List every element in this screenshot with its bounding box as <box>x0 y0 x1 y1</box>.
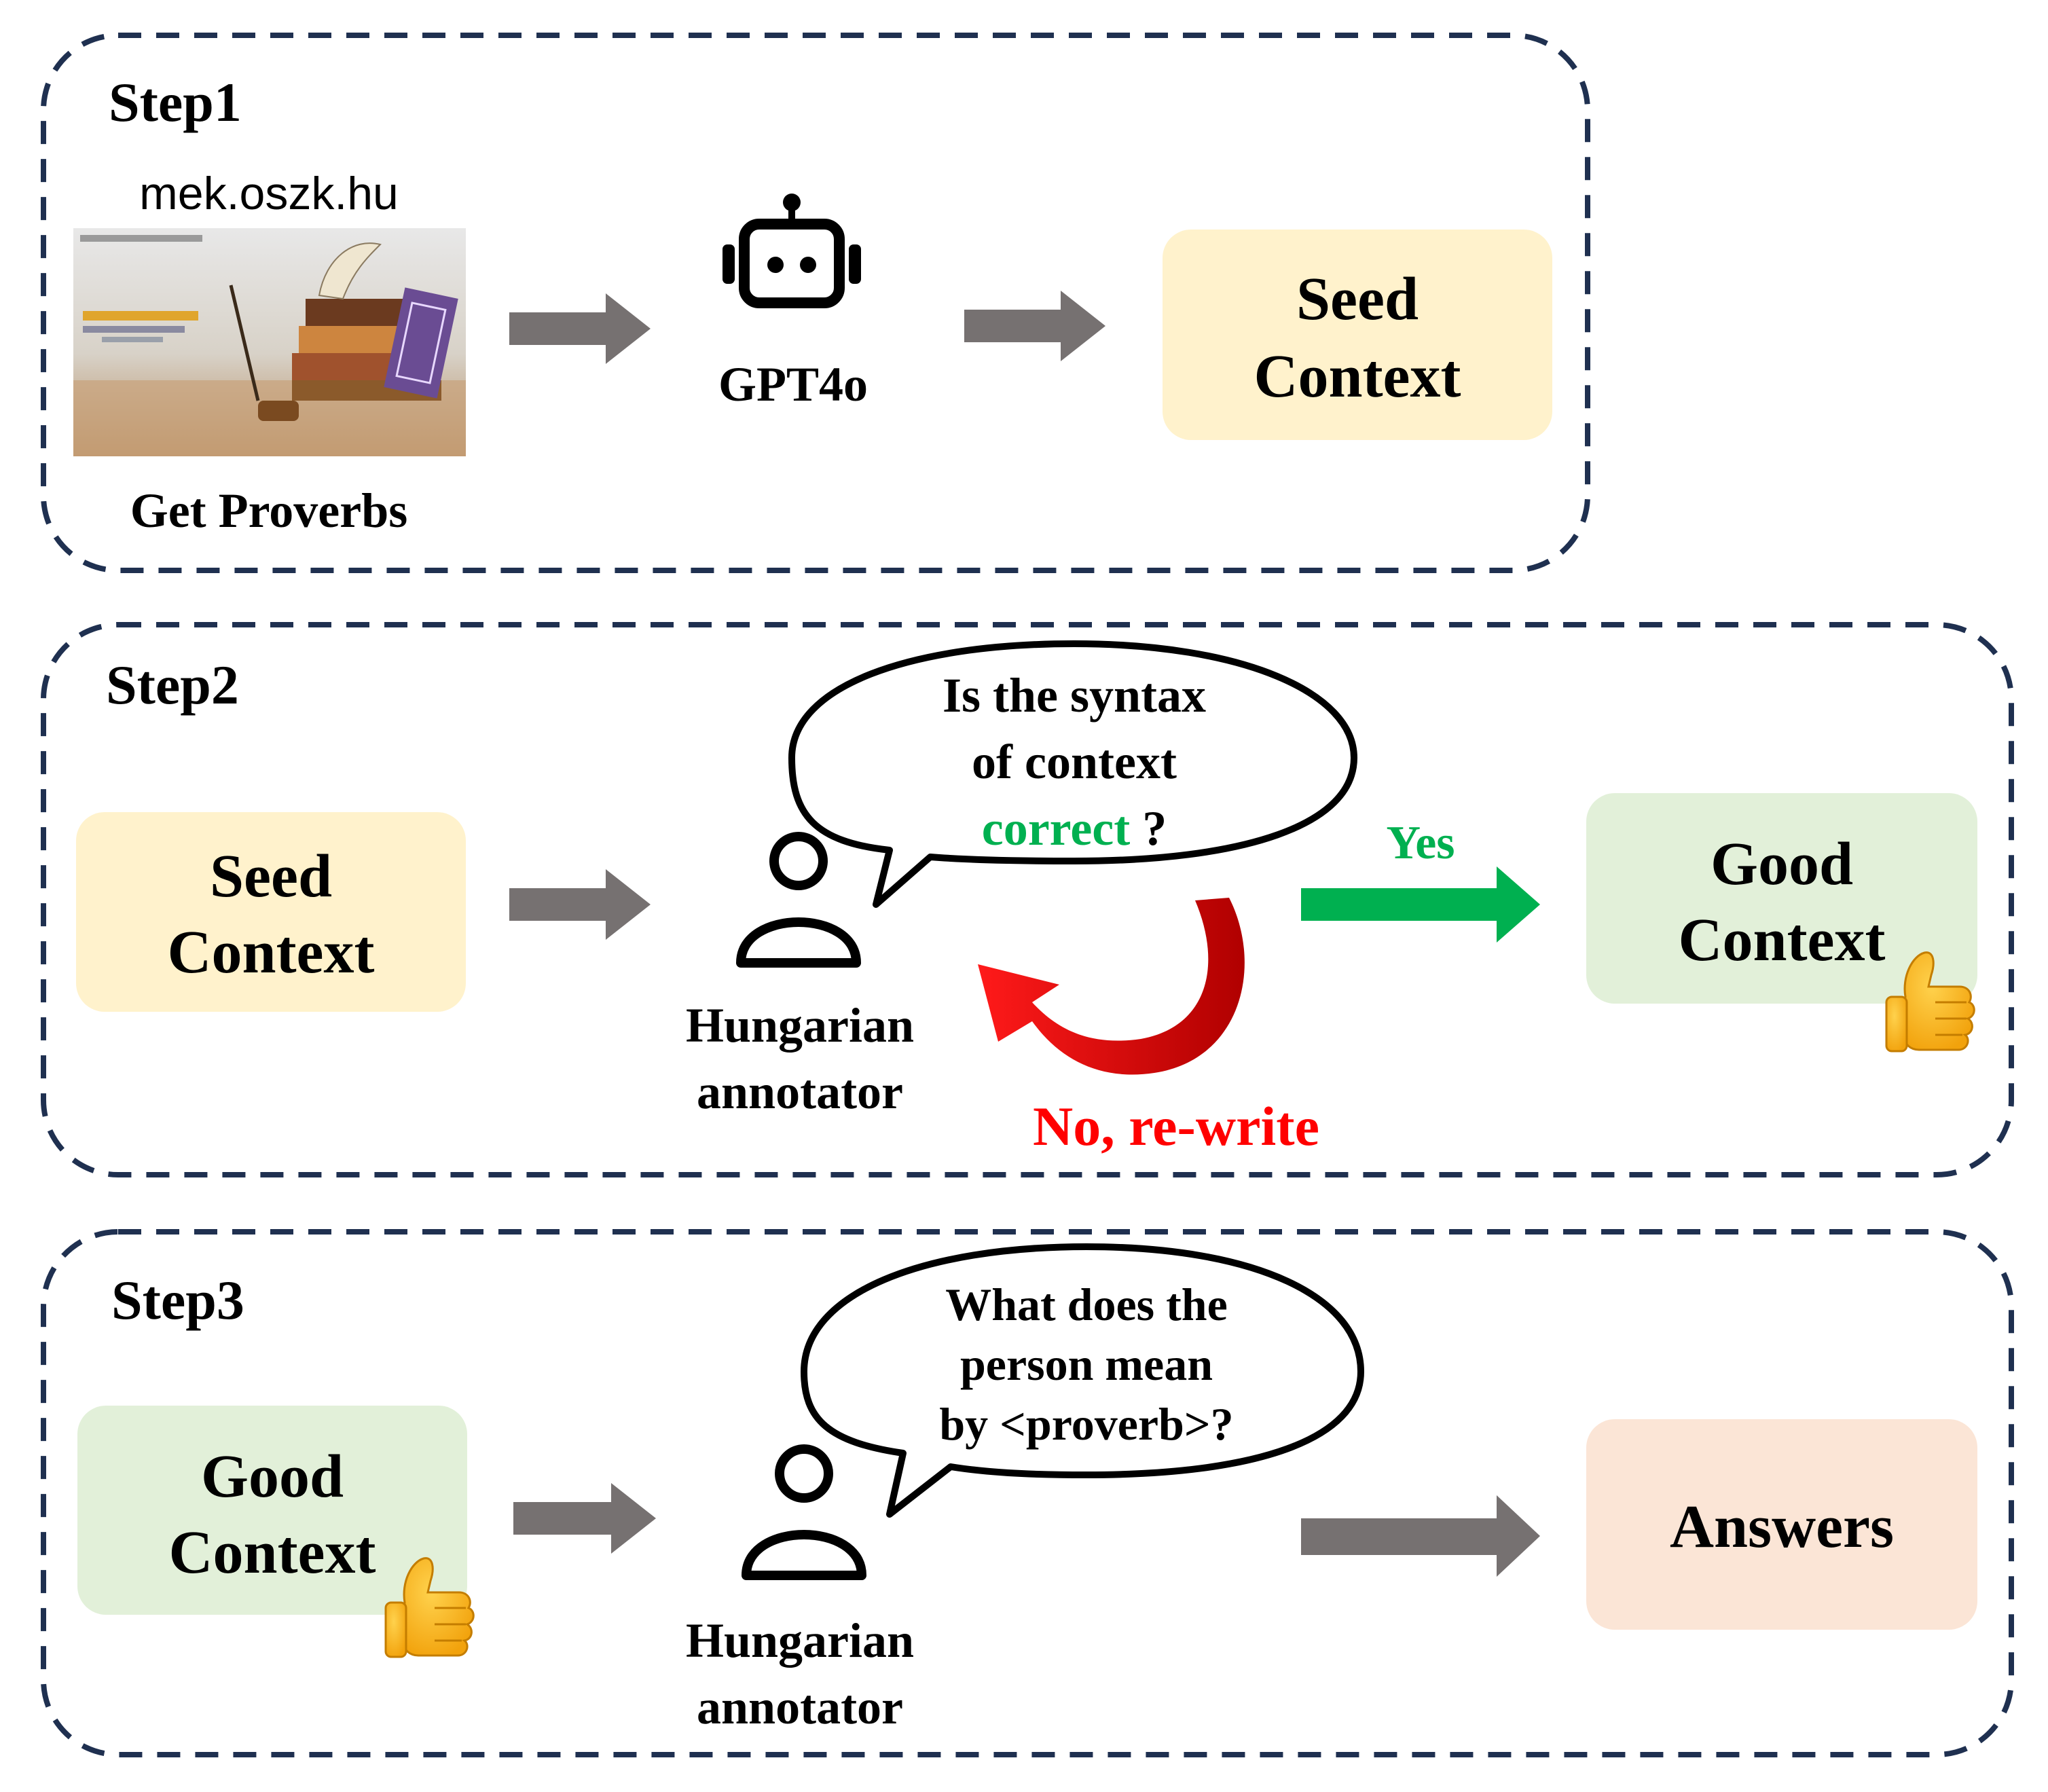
person-icon-step3 <box>746 1449 862 1575</box>
step2-panel: Step2 Seed Context Is the syntax of cont… <box>41 622 2014 1177</box>
answers-box <box>1586 1419 1977 1630</box>
seed-context-box-2-line1: Seed <box>210 843 332 910</box>
good-context-box-2-line2: Context <box>1679 907 1886 974</box>
step3-panel: Step3 Good Context What does the person … <box>41 1229 2014 1757</box>
step2-question-highlight: correct <box>982 801 1130 856</box>
step2-frame <box>41 622 2014 1177</box>
step2-annotator-line1: Hungarian <box>686 998 914 1053</box>
step1-panel: Step1 mek.oszk.hu Get Proverbs <box>41 33 1590 573</box>
step2-annotator-line2: annotator <box>697 1065 903 1119</box>
seed-context-box-1 <box>1163 230 1552 440</box>
rewrite-curved-arrow <box>978 898 1245 1075</box>
robot-icon <box>723 194 861 308</box>
book-stack-image <box>73 228 466 456</box>
seed-context-box-2 <box>76 812 466 1012</box>
step2-label: Step2 <box>106 654 239 716</box>
step1-label: Step1 <box>109 71 242 133</box>
step3-arrow-2 <box>1301 1495 1540 1577</box>
step3-speech-bubble <box>801 1243 1364 1518</box>
seed-context-box-2-line2: Context <box>168 919 375 986</box>
step2-question-line2: of context <box>972 735 1177 789</box>
good-context-box-3-line1: Good <box>201 1443 344 1510</box>
step1-frame <box>41 33 1590 573</box>
yes-arrow <box>1301 866 1540 943</box>
step3-question-line2: person mean <box>960 1338 1213 1390</box>
step3-arrow-1 <box>513 1483 656 1554</box>
rewrite-label: No, re-write <box>1033 1095 1319 1157</box>
good-context-box-2 <box>1586 793 1977 1004</box>
step2-question-line3: correct ? <box>982 801 1167 856</box>
step3-annotator-line1: Hungarian <box>686 1613 914 1668</box>
step2-question-line1: Is the syntax <box>943 668 1206 723</box>
person-icon-step2 <box>741 837 856 963</box>
good-context-box-2-line1: Good <box>1711 830 1853 898</box>
model-label: GPT4o <box>718 357 868 412</box>
seed-context-box-1-line1: Seed <box>1296 266 1419 333</box>
step3-label: Step3 <box>111 1269 244 1331</box>
step3-question-line1: What does the <box>945 1279 1228 1330</box>
yes-label: Yes <box>1386 817 1455 869</box>
step1-arrow-1 <box>509 293 651 364</box>
step2-speech-bubble <box>788 640 1357 908</box>
seed-context-box-1-line2: Context <box>1254 343 1461 410</box>
step2-question-suffix: ? <box>1130 801 1167 856</box>
good-context-box-3-line2: Context <box>169 1519 376 1586</box>
source-url: mek.oszk.hu <box>139 168 399 219</box>
source-caption: Get Proverbs <box>130 483 408 538</box>
good-context-box-3 <box>77 1406 467 1615</box>
answers-label: Answers <box>1670 1493 1894 1560</box>
step3-question-line3: by <proverb>? <box>939 1398 1233 1450</box>
step2-arrow-1 <box>509 869 651 940</box>
step3-annotator-line2: annotator <box>697 1680 903 1734</box>
step1-arrow-2 <box>964 291 1105 361</box>
